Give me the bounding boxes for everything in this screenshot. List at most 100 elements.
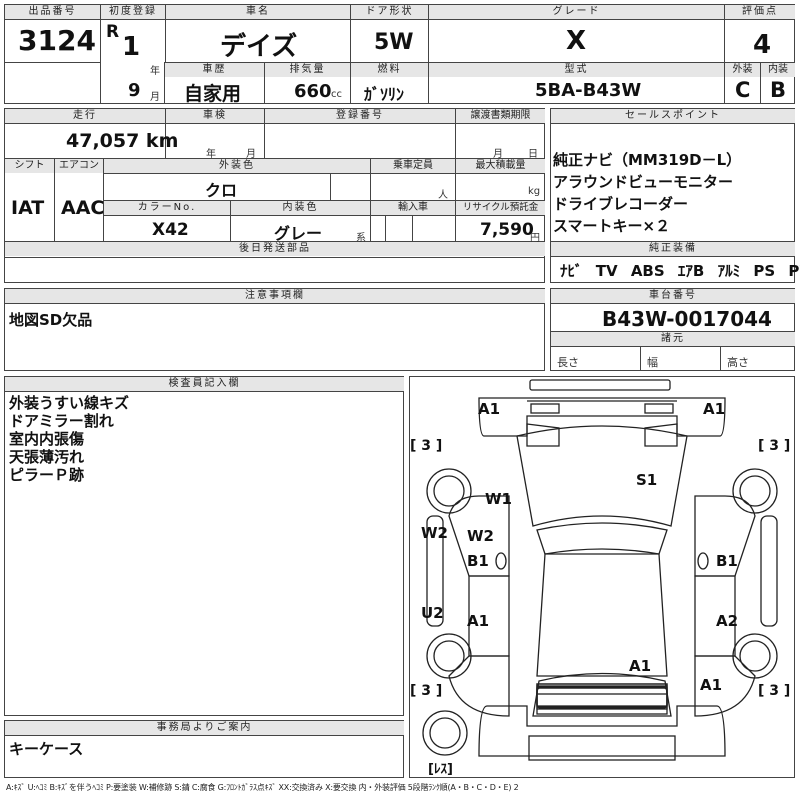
damage-mark: A1 [478,400,501,418]
inspector-notes: 外装うすい線キズ ドアミラー割れ 室内内張傷 天張薄汚れ ピラーＰ跡 [9,395,129,483]
damage-mark: A2 [716,612,739,630]
office-text: キーケース [9,740,84,758]
damage-mark: S1 [636,471,658,489]
front-right-wheel [732,468,778,514]
equipment-item: PS [753,262,776,280]
equipment-label: 純正装備 [551,242,795,256]
cc-unit: cc [331,89,342,100]
int-color-suffix: 系 [356,233,366,244]
capacity-unit: 人 [438,190,448,201]
ac-label: エアコン [55,159,103,173]
reg-year: 1 [122,32,141,62]
lot-no-label: 出品番号 [5,5,100,19]
inspector-note: 外装うすい線キズ [9,394,130,412]
width-label: 幅 [647,356,658,369]
rear-left-wheel [426,633,472,679]
hood [516,425,688,527]
door-label: ドア形状 [351,5,428,19]
equipment-item: ABS [630,262,665,280]
fuel-value: ｶﾞｿﾘﾝ [364,85,405,104]
header-box [4,4,795,104]
length-label: 長さ [557,356,579,369]
load-label: 最大積載量 [456,159,545,173]
displacement-label: 排気量 [265,63,350,77]
reg-month: 9 [128,80,141,101]
chassis-box [550,288,795,371]
rear-end [478,705,726,757]
equipment-list: ﾅﾋﾞ TV ABS ｴｱB ｱﾙﾐ PS PW [560,260,800,281]
shift-value: IAT [11,197,45,219]
sales-point-item: ドライブレコーダー [553,195,689,213]
damage-mark: A1 [703,400,726,418]
ext-grade: C [735,78,751,102]
sales-point-label: セールスポイント [551,109,795,123]
tire-label-rear-left: [ 3 ] [410,683,443,699]
inspector-note: ドアミラー割れ [9,412,114,430]
chassis-number: B43W-0017044 [602,307,772,331]
lot-number: 3124 [18,24,96,57]
rear-bumper [528,735,676,761]
color-no: X42 [152,220,189,240]
car-diagram [422,379,778,761]
tire-label-front-left: [ 3 ] [410,438,443,454]
displacement: 660 [294,81,332,102]
deadline-day-unit: 日 [528,149,538,160]
right-sill [760,515,778,627]
office-label: 事務局よりご案内 [5,721,404,735]
right-front-fender [694,495,756,577]
ext-grade-label: 外装 [725,63,760,77]
door-type: 5W [374,30,414,55]
damage-mark: B1 [716,552,738,570]
model-label: 型式 [429,63,724,77]
shift-label: シフト [5,159,54,173]
ext-color-label: 外装色 [104,159,370,173]
deadline-month-unit: 月 [493,149,503,160]
era-mark: R [106,22,120,42]
deadline-label: 譲渡書類期限 [456,109,545,123]
recycle-label: リサイクル預託金 [456,201,545,215]
car-name: デイズ [220,32,298,62]
damage-mark: A1 [629,657,652,675]
fuel-label: 燃料 [351,63,428,77]
notes-box [4,288,545,371]
notes-label: 注意事項欄 [5,289,545,303]
damage-mark: B1 [467,552,489,570]
yen-unit: 円 [530,233,540,244]
equipment-item: ﾅﾋﾞ [560,262,583,280]
color-no-label: カラーNo. [104,201,230,215]
inspector-label: 検査員記入欄 [5,377,404,391]
height-label: 高さ [727,356,749,369]
equipment-item: ｴｱB [677,262,705,280]
front-end [478,397,726,437]
damage-mark: W1 [485,490,512,508]
roof [536,553,668,677]
inspector-note: 天張薄汚れ [9,448,85,466]
sales-point-item: 純正ナビ（MM319D－L） [553,151,742,169]
sales-point-item: アラウンドビューモニター [553,173,734,191]
car-history: 自家用 [184,83,242,105]
front-bumper [529,379,671,391]
car-diagram-box [409,376,795,778]
score-value: 4 [753,30,772,60]
capacity-label: 乗車定員 [371,159,455,173]
month-unit: 月 [150,92,160,103]
vehicle-info-box [4,108,545,283]
damage-mark: A1 [467,612,490,630]
ac-value: AAC [61,197,105,219]
tire-label-rear-right: [ 3 ] [758,683,791,699]
damage-mark: A1 [700,676,723,694]
damage-mark: W2 [467,527,494,545]
equipment-item: PW [788,262,800,280]
chassis-label: 車台番号 [551,289,795,303]
recycle-fee: 7,590 [480,220,534,240]
int-grade: B [770,78,787,102]
tire-label-front-right: [ 3 ] [758,438,791,454]
front-left-wheel [426,468,472,514]
history-label: 車歴 [165,63,264,77]
grade-value: X [566,26,587,56]
damage-mark: W2 [421,524,448,542]
sales-point-list: 純正ナビ（MM319D－L） アラウンドビューモニター ドライブレコーダー スマ… [553,152,741,234]
load-unit: kg [528,186,541,197]
notes-text: 地図SD欠品 [9,311,93,329]
equipment-item: ｱﾙﾐ [717,262,741,280]
